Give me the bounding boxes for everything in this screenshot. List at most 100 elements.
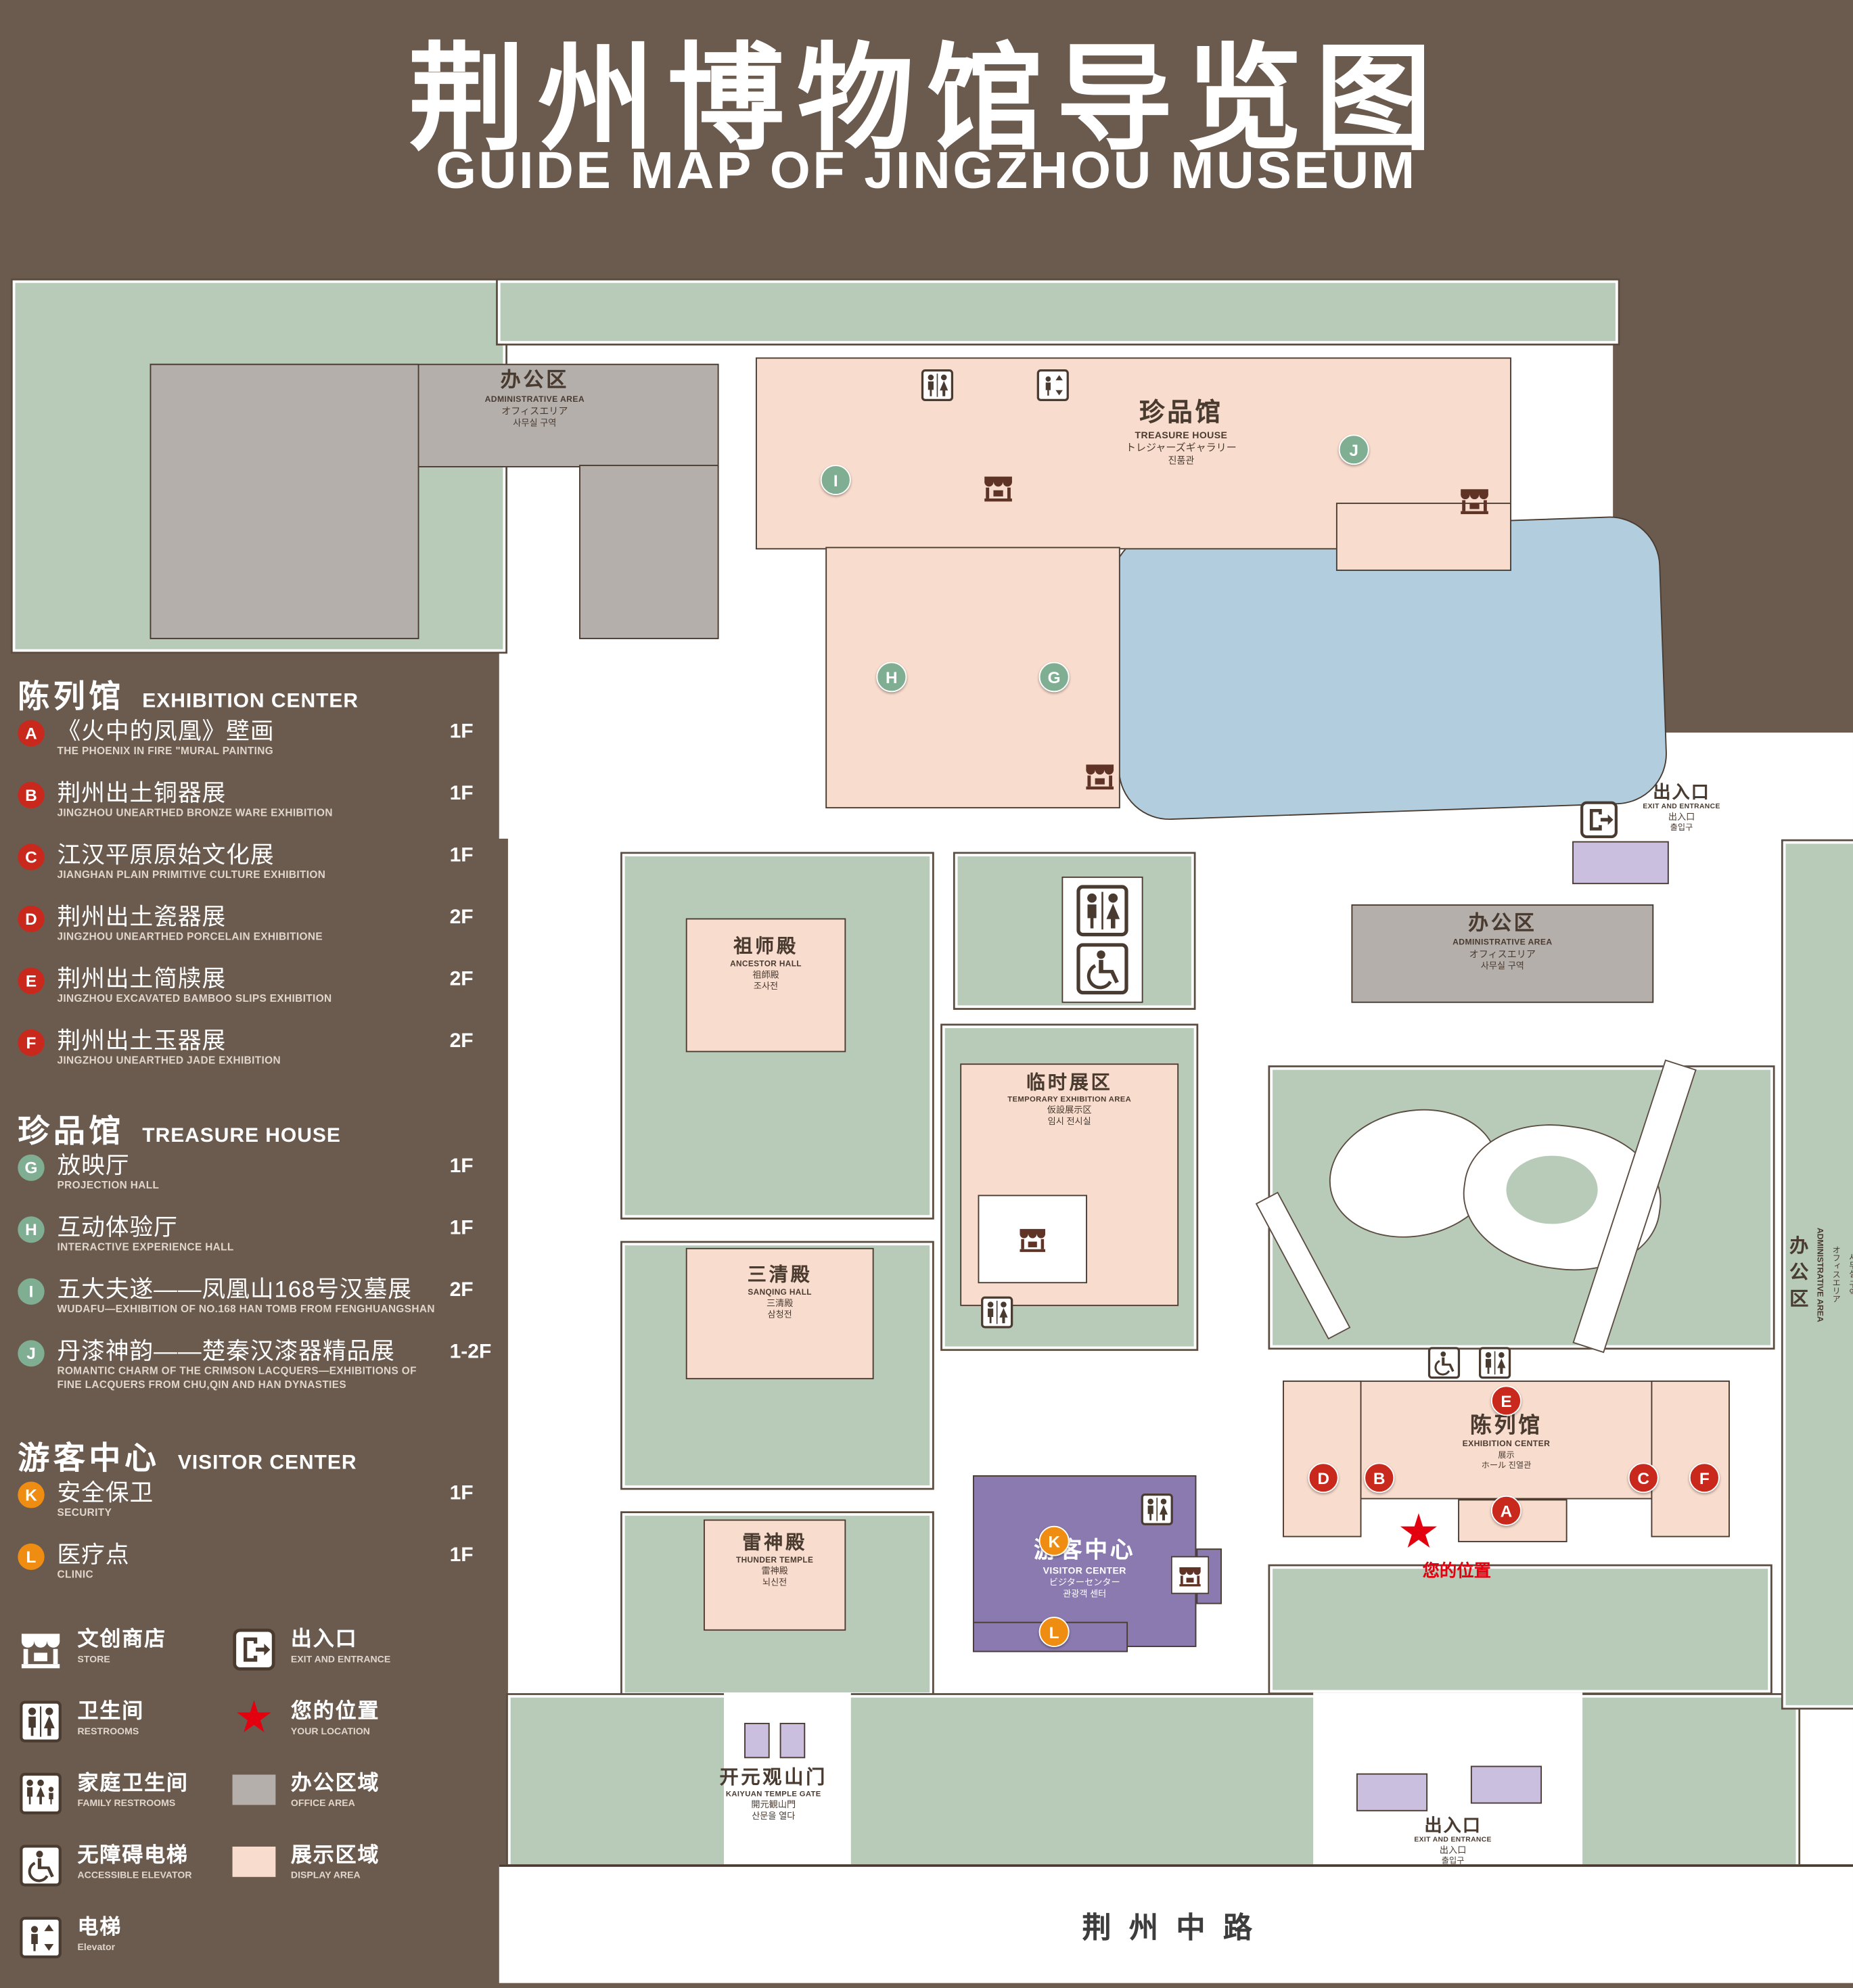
legend-item-B[interactable]: B 荆州出土铜器展 JINGZHOU UNEARTHED BRONZE WARE… [18,779,498,841]
map-marker-H[interactable]: H [876,662,907,693]
item-subtitle: JINGZHOU UNEARTHED PORCELAIN EXHIBITIONE [57,931,323,943]
symbol-subtitle: EXIT AND ENTRANCE [290,1652,391,1665]
legend-item-D[interactable]: D 荆州出土瓷器展 JINGZHOU UNEARTHED PORCELAIN E… [18,903,498,965]
label-jp: 雷神殿 [761,1567,788,1576]
label-zh: 临时展区 [1026,1072,1113,1094]
exit-bottom-structure [1470,1765,1542,1804]
admin-building-mid[interactable] [1351,904,1654,1003]
map-marker-D[interactable]: D [1308,1462,1339,1494]
marker-badge-F: F [18,1029,45,1057]
restroom-building[interactable] [1061,876,1143,1003]
admin-building-top-stub[interactable] [579,465,719,639]
label-jp: ビジターセンター [1049,1579,1120,1588]
label-jp: 出入口 [1668,814,1695,823]
label-jp: 三清殿 [766,1299,794,1308]
label-kr: 관광객 센터 [1063,1590,1107,1600]
label-kr: 조사전 [753,982,779,992]
map-marker-E[interactable]: E [1490,1385,1522,1416]
road: 荆州中路 [499,1864,1853,1983]
legend-item-J[interactable]: J 丹漆神韵——楚秦汉漆器精品展 ROMANTIC CHARM OF THE C… [18,1337,498,1418]
legend-item-A[interactable]: A 《火中的凤凰》壁画 THE PHOENIX IN FIRE "MURAL P… [18,718,498,779]
item-subtitle: JIANGHAN PLAIN PRIMITIVE CULTURE EXHIBIT… [57,869,326,881]
exit-bottom-label: 出入口 EXIT AND ENTRANCE 出入口 출입구 [1379,1813,1527,1868]
thunder-temple-building[interactable] [704,1519,846,1631]
symbol-title: 卫生间 [77,1700,145,1723]
label-en: TREASURE HOUSE [1135,429,1228,441]
item-title: 江汉平原原始文化展 [57,841,275,868]
label-zh: 出入口 [1424,1815,1482,1836]
marker-badge-D: D [18,905,45,933]
label-jp: 展示 [1498,1450,1515,1460]
store-icon [1461,489,1488,514]
exhibition-center-left-wing[interactable] [1283,1380,1362,1538]
legend-symbol-store: 文创商店 STORE [18,1628,231,1700]
item-title: 荆州出土铜器展 [57,779,227,806]
label-zh: 陈列馆 [1469,1413,1542,1437]
legend-item-L[interactable]: L 医疗点 CLINIC 1F [18,1541,498,1602]
sanqing-hall-building[interactable] [685,1247,874,1380]
marker-badge-A: A [18,720,45,747]
admin-area-right[interactable]: 办公区 ADMINISTRATIVE AREA オフィスエリア 사무실 구역 [1783,841,1853,1708]
label-zh: 三清殿 [747,1264,813,1286]
legend-symbol-your-location: 您的位置 YOUR LOCATION [231,1700,498,1772]
label-kr: ホール 진열관 [1481,1461,1532,1471]
store-icon [22,1634,60,1668]
item-title: 《火中的凤凰》壁画 [57,717,275,744]
legend-item-E[interactable]: E 荆州出土简牍展 JINGZHOU EXCAVATED BAMBOO SLIP… [18,965,498,1027]
road-name: 荆州中路 [1082,1911,1271,1944]
exit-right-structure [1572,841,1669,885]
map-marker-F[interactable]: F [1689,1462,1720,1494]
item-title: 医疗点 [57,1541,130,1568]
legend-item-C[interactable]: C 江汉平原原始文化展 JIANGHAN PLAIN PRIMITIVE CUL… [18,841,498,903]
admin-right-label: 办公区 ADMINISTRATIVE AREA オフィスエリア 사무실 구역 [1785,843,1853,1705]
symbol-title: 办公区域 [290,1772,380,1795]
restroom-icon [922,371,952,400]
map-marker-G[interactable]: G [1038,662,1070,693]
label-kr: 사무실 구역 [1846,1253,1853,1297]
item-floor: 2F [449,1030,474,1053]
map-marker-K[interactable]: K [1038,1525,1070,1556]
label-en: EXIT AND ENTRANCE [1414,1836,1492,1845]
label-kr: 출입구 [1670,824,1693,833]
office-area-swatch [232,1774,276,1805]
ancestor-hall-label: 祖师殿 ANCESTOR HALL 祖師殿 조사전 [686,935,846,993]
item-subtitle: THE PHOENIX IN FIRE "MURAL PAINTING [57,745,274,758]
temporary-courtyard [978,1195,1087,1284]
ancestor-hall-building[interactable] [685,918,846,1053]
legend-item-G[interactable]: G 放映厅 PROJECTION HALL 1F [18,1152,498,1213]
map-marker-J[interactable]: J [1338,434,1369,465]
visitor-store [1170,1556,1210,1594]
heading-en: EXHIBITION CENTER [142,691,359,713]
map-marker-A[interactable]: A [1490,1495,1522,1526]
symbol-title: 家庭卫生间 [77,1772,189,1795]
legend-item-F[interactable]: F 荆州出土玉器展 JINGZHOU UNEARTHED JADE EXHIBI… [18,1027,498,1088]
exhibition-center-right-wing[interactable] [1651,1380,1730,1538]
label-kr: 뇌신전 [762,1578,787,1588]
temporary-exhibition-label: 临时展区 TEMPORARY EXHIBITION AREA 仮設展示区 임시 … [960,1071,1179,1128]
admin-building-top-wing[interactable] [150,363,419,639]
legend-symbol-office-area: 办公区域 OFFICE AREA [231,1772,498,1844]
garden-island [1506,1155,1598,1224]
map-marker-L[interactable]: L [1038,1617,1070,1647]
map-marker-B[interactable]: B [1364,1462,1395,1494]
gate-post [744,1722,770,1759]
restroom-icon [1480,1348,1510,1378]
label-kr: 진품관 [1168,455,1195,467]
map-marker-C[interactable]: C [1628,1462,1659,1494]
item-subtitle: JINGZHOU UNEARTHED JADE EXHIBITION [57,1055,281,1067]
legend-item-K[interactable]: K 安全保卫 SECURITY 1F [18,1479,498,1541]
label-zh: 办公区 [1468,913,1537,935]
label-zh: 珍品馆 [1139,399,1223,427]
label-jp: オフィスエリア [1469,948,1536,961]
item-floor: 1F [449,721,474,743]
label-en: THUNDER TEMPLE [736,1555,814,1565]
treasure-house-building-south[interactable] [825,547,1120,809]
legend-symbol-restroom: 卫生间 RESTROOMS [18,1700,231,1772]
map-marker-I[interactable]: I [820,465,851,495]
legend-item-H[interactable]: H 互动体验厅 INTERACTIVE EXPERIENCE HALL 1F [18,1213,498,1275]
item-title: 荆州出土简牍展 [57,965,227,992]
item-subtitle: JINGZHOU EXCAVATED BAMBOO SLIPS EXHIBITI… [57,993,332,1004]
item-floor: 1F [449,845,474,866]
legend-item-I[interactable]: I 五大夫遂——凤凰山168号汉墓展 WUDAFU—EXHIBITION OF … [18,1276,498,1337]
label-zh: 办公区 [1787,1234,1809,1314]
